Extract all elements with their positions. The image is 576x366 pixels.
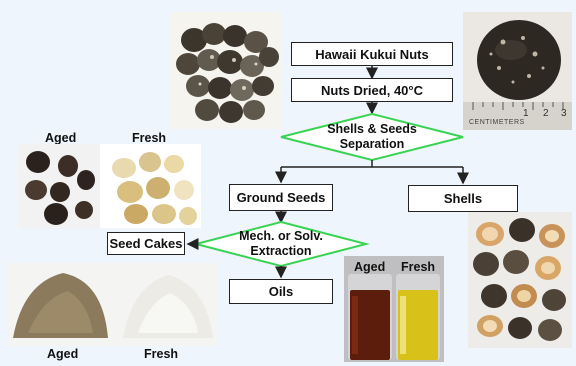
seeds-drawing	[18, 144, 197, 228]
photo-seed-cake-powders	[8, 263, 218, 346]
powders-drawing	[13, 273, 213, 338]
oils-label: Oils	[268, 284, 294, 299]
separation-text-line1: Shells & Seeds	[327, 122, 417, 136]
photo-single-nut-ruler: 1 2 3 CENTIMETERS	[463, 12, 572, 130]
oil-fresh-label: Fresh	[401, 260, 436, 274]
seed-cakes-label: Seed Cakes	[109, 236, 183, 251]
separation-text: Shells & Seeds Separation	[301, 122, 443, 152]
hawaii-kukui-nuts-box: Hawaii Kukui Nuts	[291, 42, 453, 66]
oils-box: Oils	[229, 279, 333, 304]
extraction-text-line2: Extraction	[250, 244, 312, 258]
extraction-text-line1: Mech. or Solv.	[239, 229, 323, 243]
ruler-number-2: 2	[543, 108, 549, 119]
nuts-dried-label: Nuts Dried, 40°C	[320, 82, 423, 98]
ruler-number-1: 1	[523, 108, 529, 119]
powder-aged-label: Aged	[47, 347, 79, 361]
photo-kukui-nuts-pile	[172, 12, 282, 129]
ruler-centimeters-label: CENTIMETERS	[469, 119, 525, 126]
seeds-aged-label: Aged	[45, 131, 77, 145]
nuts-pile-drawing	[176, 23, 279, 123]
ruler-number-3: 3	[561, 108, 567, 119]
seeds-fresh-label: Fresh	[132, 131, 167, 145]
seed-cakes-box: Seed Cakes	[107, 232, 185, 255]
single-nut-drawing	[463, 20, 572, 130]
oil-vials-drawing	[348, 274, 440, 360]
hawaii-kukui-nuts-label: Hawaii Kukui Nuts	[315, 46, 429, 62]
powder-fresh-label: Fresh	[144, 347, 179, 361]
photo-shells	[468, 212, 572, 348]
extraction-text: Mech. or Solv. Extraction	[216, 229, 346, 259]
ground-seeds-box: Ground Seeds	[229, 184, 333, 211]
shells-drawing	[473, 218, 566, 341]
separation-text-line2: Separation	[339, 137, 405, 151]
photo-oil-vials: Aged Fresh	[344, 256, 444, 362]
shells-label: Shells	[443, 191, 483, 206]
photo-seeds-aged-fresh	[18, 144, 201, 228]
oil-aged-label: Aged	[354, 260, 386, 274]
ground-seeds-label: Ground Seeds	[236, 190, 326, 205]
shells-box: Shells	[408, 185, 518, 212]
nuts-dried-box: Nuts Dried, 40°C	[291, 78, 453, 102]
